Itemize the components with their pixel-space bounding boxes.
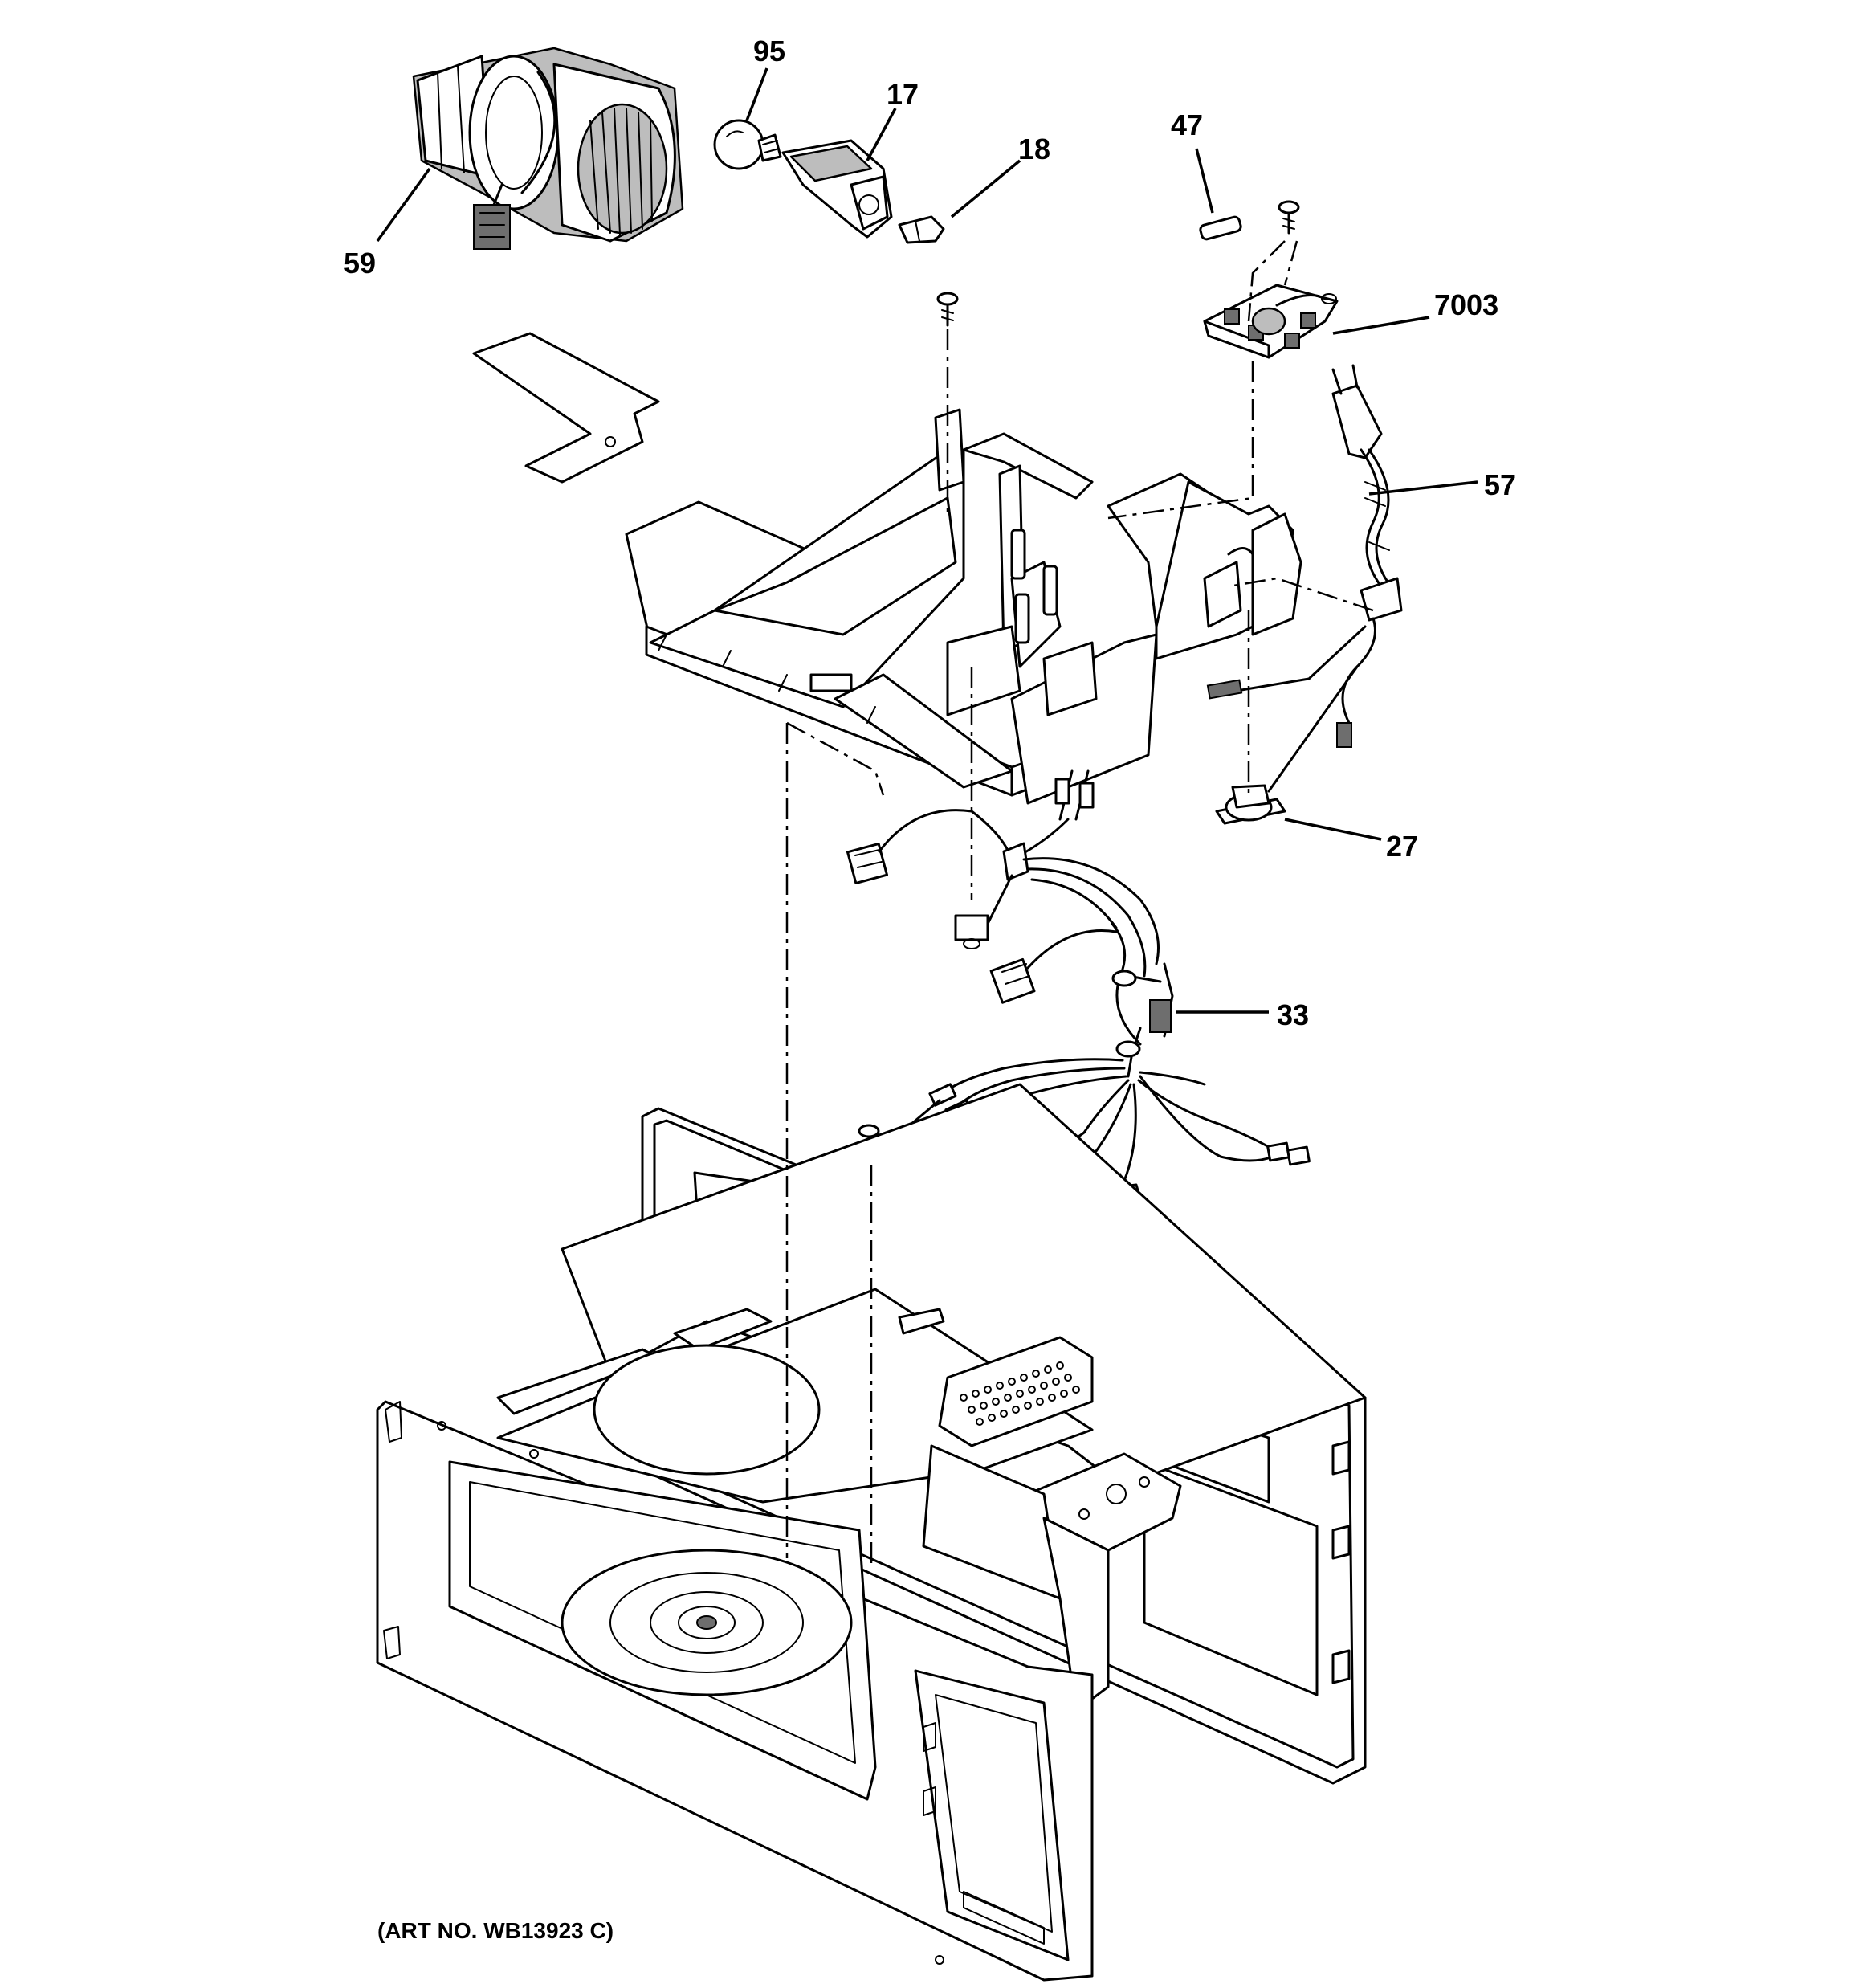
- noise-filter-board-part: [1203, 284, 1339, 359]
- fuse-part: [1199, 215, 1242, 241]
- power-cord-part: [1206, 364, 1403, 793]
- callout-18: 18: [1018, 133, 1050, 165]
- blower-motor-part: [412, 47, 684, 250]
- thermostat-part: [1215, 784, 1286, 825]
- top-chassis-part: [625, 408, 1302, 805]
- callout-labels: 59 95 17 18 47 7003 57 27 33 (ART NO. WB…: [344, 35, 1516, 1943]
- callout-7003: 7003: [1434, 288, 1498, 321]
- socket-clip-part: [898, 215, 945, 244]
- callout-57: 57: [1484, 468, 1516, 501]
- light-bulb-part: [713, 119, 782, 170]
- leader-lines: [376, 67, 1478, 1014]
- callout-17: 17: [887, 78, 919, 111]
- callout-27: 27: [1386, 830, 1418, 863]
- oven-cavity-part: [376, 1083, 1367, 1982]
- insulation-sheet-part: [472, 332, 660, 484]
- lamp-socket-part: [781, 139, 893, 239]
- screw-part: [936, 292, 959, 327]
- screw-part: [1278, 200, 1300, 235]
- callout-59: 59: [344, 247, 376, 280]
- callout-95: 95: [753, 35, 785, 67]
- callout-47: 47: [1171, 108, 1203, 141]
- vent-holes: [960, 1361, 1080, 1426]
- art-number: (ART NO. WB13923 C): [377, 1918, 614, 1943]
- assembly-guide-lines: [785, 240, 1374, 1566]
- callout-33: 33: [1277, 998, 1309, 1031]
